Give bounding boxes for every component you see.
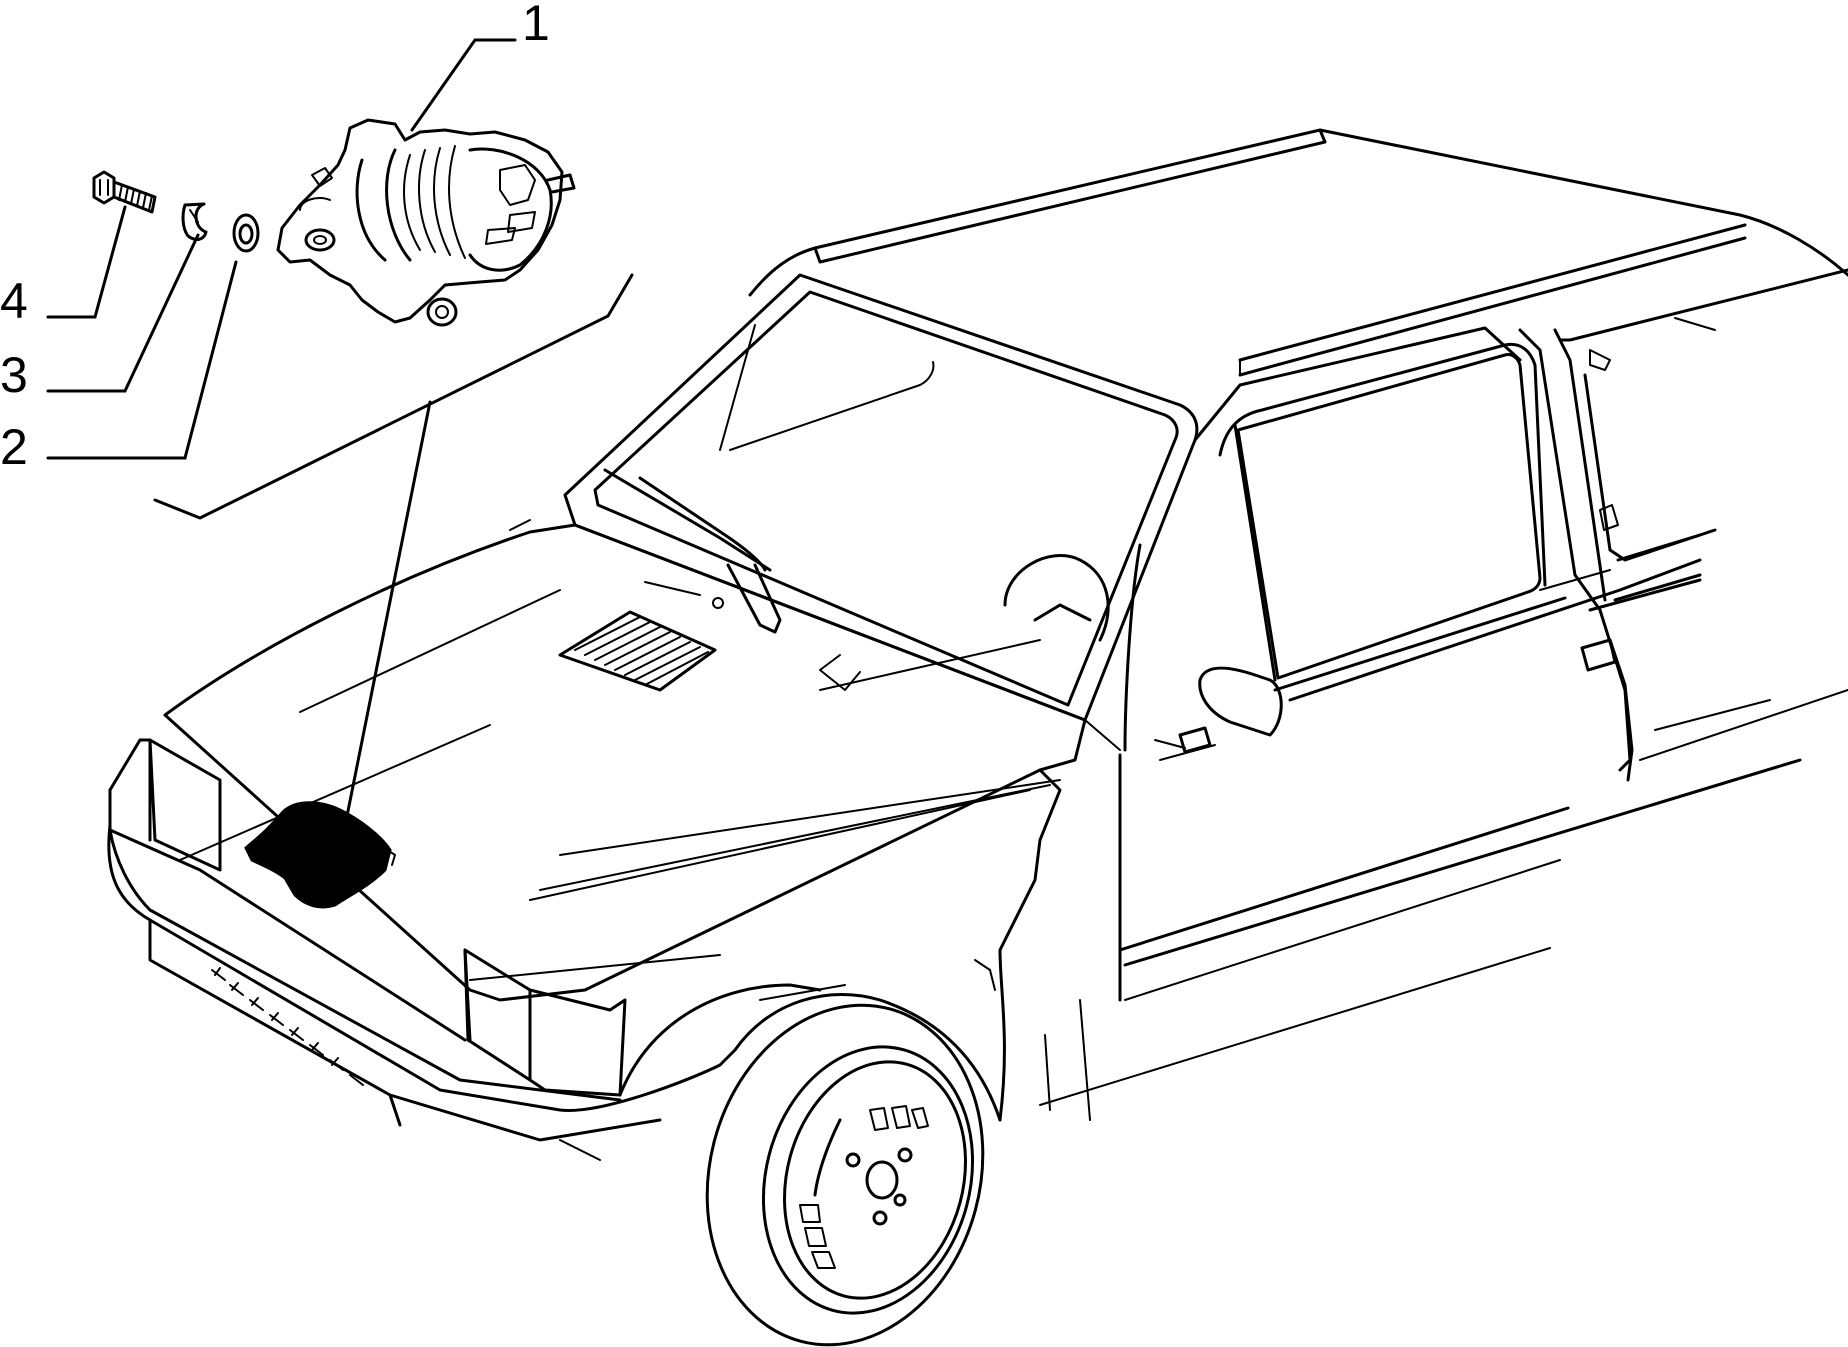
washer-part (232, 213, 260, 253)
alternator-installed (244, 801, 392, 909)
windshield-wiper (603, 468, 772, 572)
leader-line-1 (410, 38, 517, 132)
leader-line-2 (46, 260, 238, 460)
wheel-hub (865, 1160, 899, 1200)
callout-label-1: 1 (522, 0, 550, 51)
car-roof (813, 128, 1327, 264)
front-wheel-rim (783, 1060, 967, 1300)
leader-lines (46, 38, 634, 828)
callout-label-4: 4 (0, 273, 28, 329)
spring-washer-part (181, 202, 208, 241)
windshield-frame (563, 273, 1199, 722)
headlight-right (463, 948, 532, 1082)
callout-label-3: 3 (0, 347, 28, 403)
bolt-part (92, 170, 157, 214)
door-handle (1580, 638, 1617, 672)
license-plate-area (211, 969, 364, 1086)
callout-label-2: 2 (0, 419, 28, 475)
front-wheel-tire (705, 1003, 985, 1347)
location-bracket-line (153, 273, 634, 520)
front-bumper (107, 823, 737, 1112)
leader-line-3 (46, 233, 200, 393)
car-body (107, 128, 1848, 1347)
side-mirror (1198, 666, 1283, 737)
location-pointer-line (343, 400, 432, 828)
leader-line-4 (46, 205, 127, 319)
hood (163, 523, 1087, 1002)
rear-side-window (1558, 268, 1848, 342)
headlight-left (148, 738, 222, 872)
steering-wheel (1003, 554, 1110, 642)
alternator-part (276, 118, 576, 327)
hood-vent (558, 610, 717, 692)
front-side-window (1236, 353, 1542, 680)
